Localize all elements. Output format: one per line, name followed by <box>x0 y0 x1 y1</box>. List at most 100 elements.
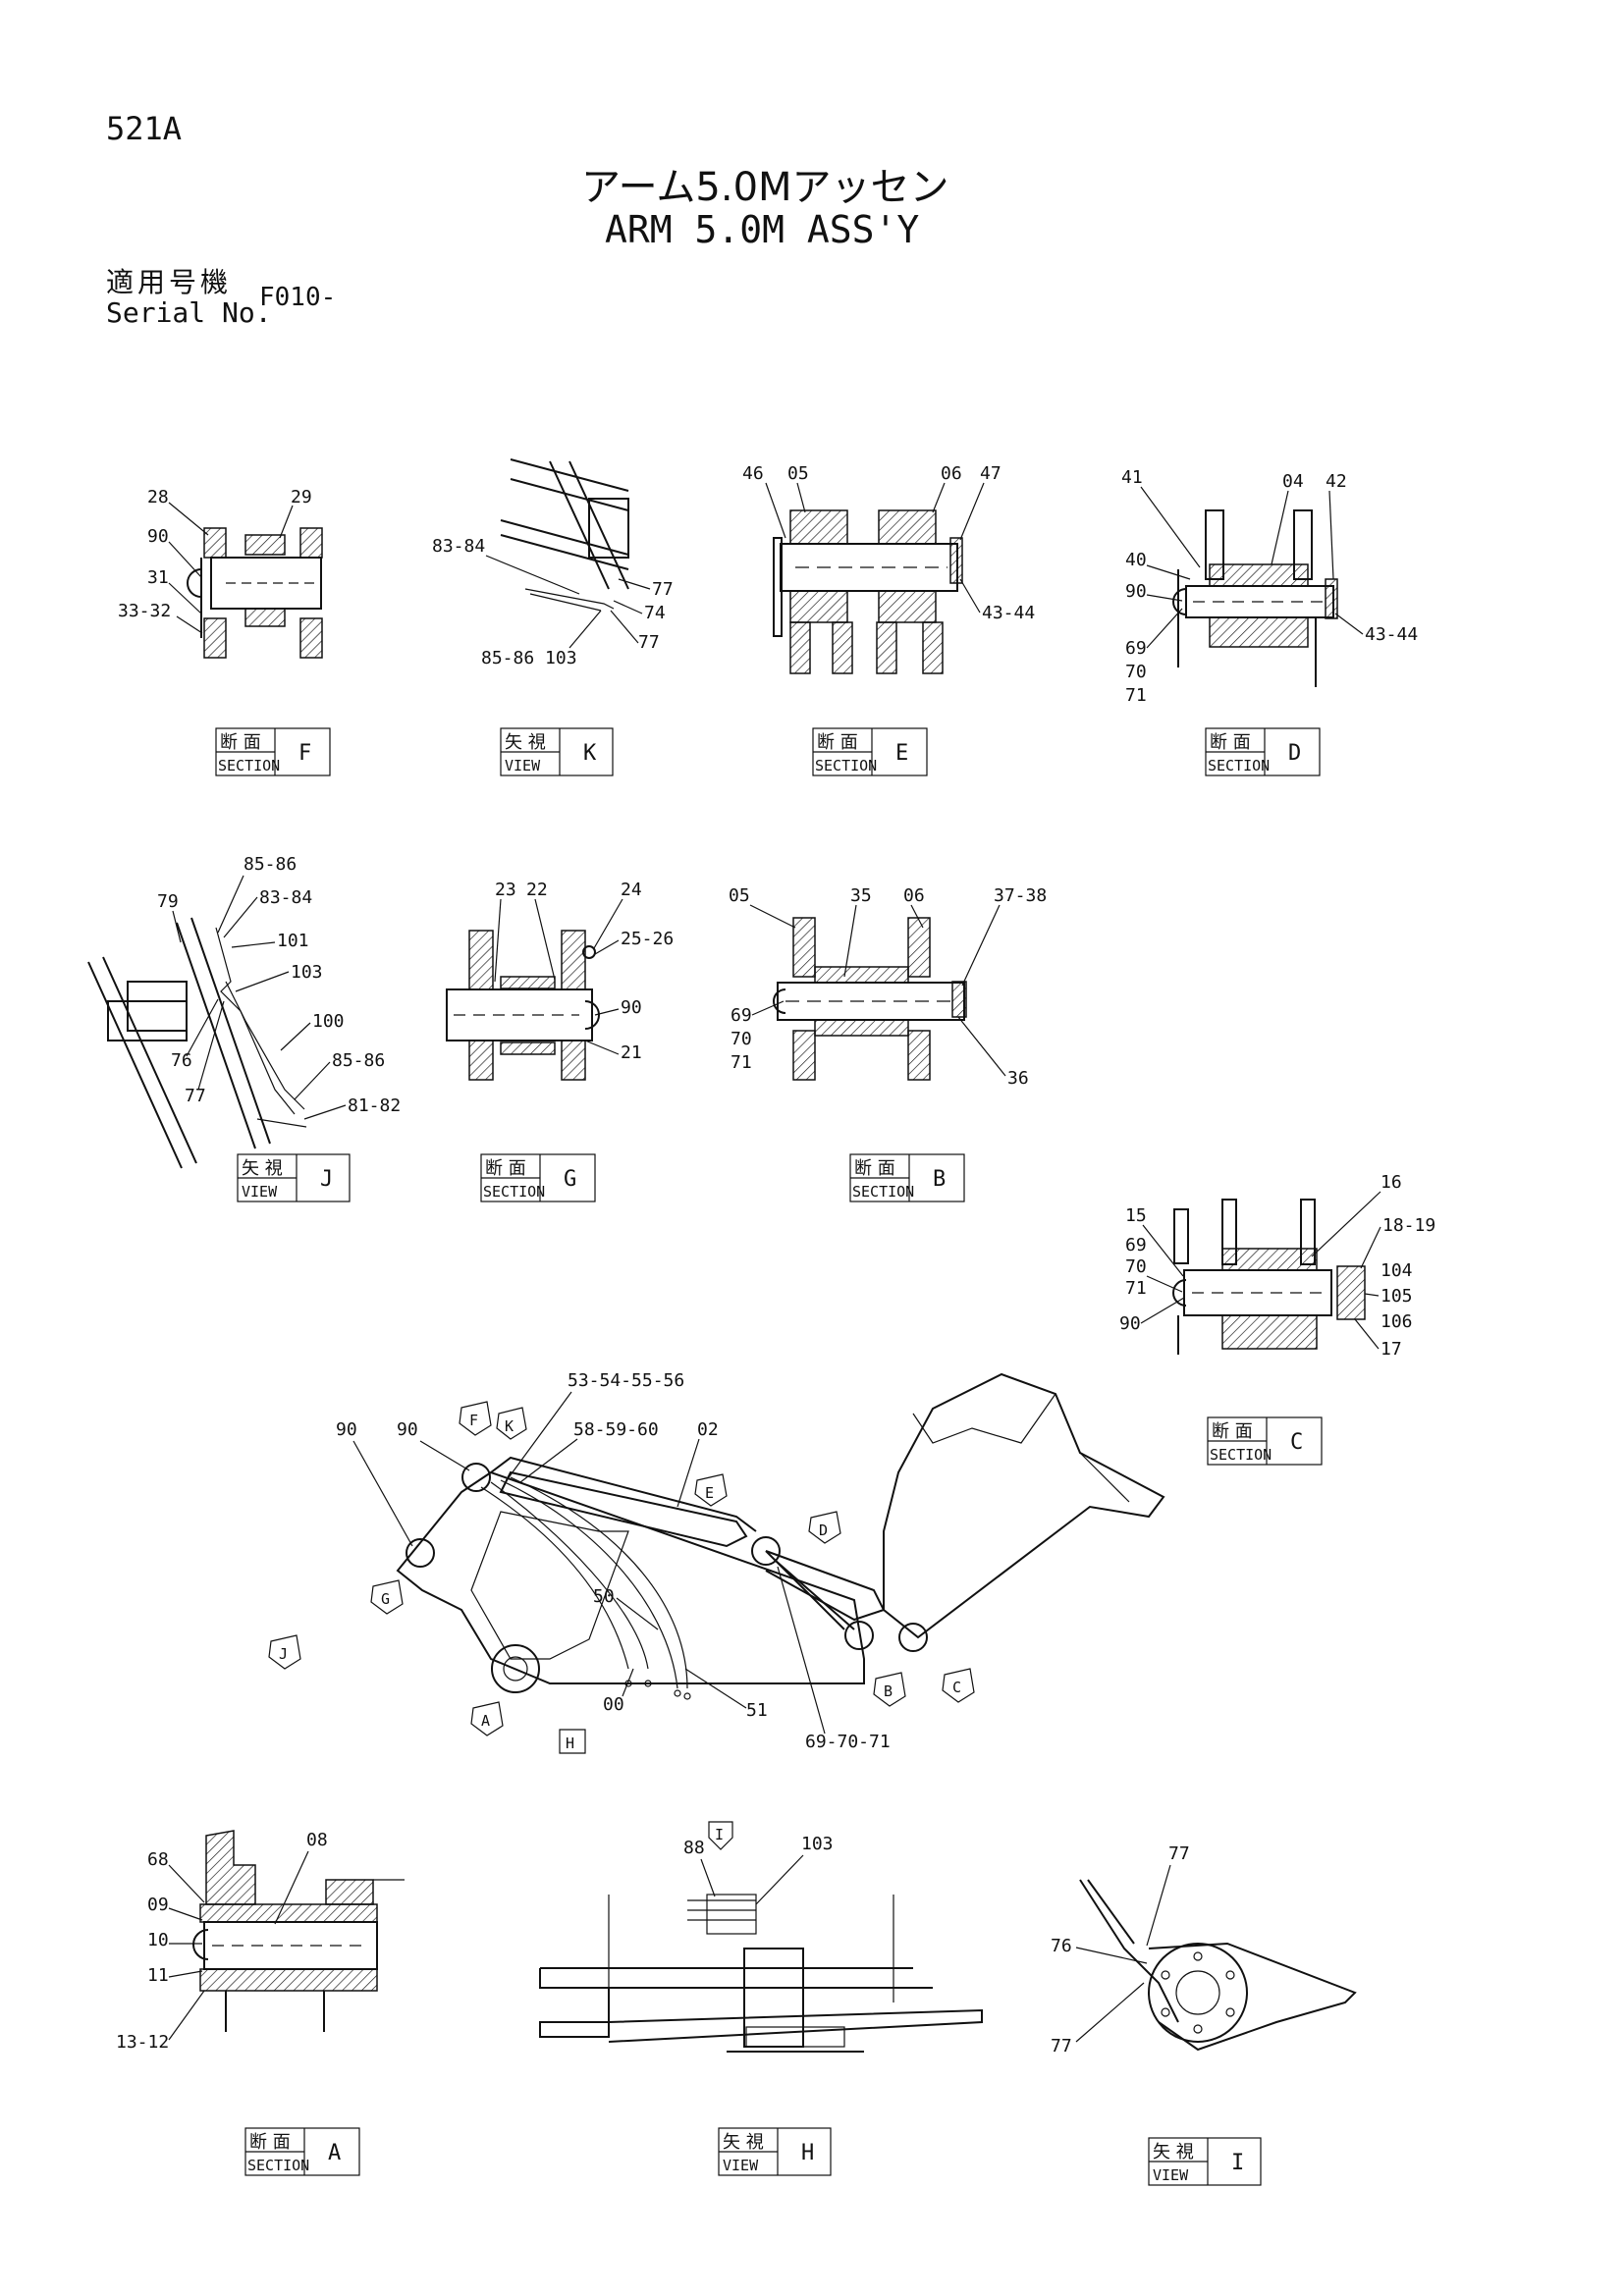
svg-text:SECTION: SECTION <box>1208 757 1270 774</box>
callout-c-70: 70 <box>1125 1256 1147 1277</box>
section-c-detail <box>1172 1199 1366 1355</box>
svg-text:断 面: 断 面 <box>1212 1421 1253 1442</box>
svg-text:E: E <box>895 741 908 766</box>
svg-text:SECTION: SECTION <box>852 1183 914 1201</box>
callout-b-69: 69 <box>731 1005 752 1026</box>
section-e-detail <box>773 509 963 674</box>
callout-c-17: 17 <box>1380 1339 1402 1360</box>
callout-main-51: 51 <box>746 1700 768 1721</box>
marker-g: G <box>370 1579 404 1615</box>
svg-text:断 面: 断 面 <box>854 1158 895 1179</box>
callout-g-23: 23 <box>495 880 516 900</box>
svg-text:B: B <box>933 1167 946 1192</box>
callout-c-90: 90 <box>1119 1313 1141 1334</box>
callout-j-76: 76 <box>171 1050 192 1071</box>
callout-d-42: 42 <box>1326 471 1347 492</box>
section-e-callouts: 46 05 06 47 43-44 <box>742 463 1035 623</box>
caption-section-g: 断 面 SECTION G <box>480 1153 596 1202</box>
svg-text:SECTION: SECTION <box>247 2157 309 2174</box>
svg-text:D: D <box>819 1522 828 1539</box>
callout-d-43-44: 43-44 <box>1365 624 1418 645</box>
view-h-detail <box>539 1894 983 2053</box>
callout-f-33-32: 33-32 <box>118 601 171 621</box>
svg-text:E: E <box>705 1484 714 1502</box>
callout-b-35: 35 <box>850 885 872 906</box>
callout-j-101: 101 <box>277 931 309 951</box>
svg-text:A: A <box>328 2141 341 2165</box>
caption-view-h: 矢 視 VIEW H <box>718 2127 832 2176</box>
callout-j-77: 77 <box>185 1086 206 1106</box>
serial-label-japanese: 適用号機 <box>106 266 233 298</box>
section-d-callouts: 41 04 42 40 90 43-44 69 70 71 <box>1121 467 1418 706</box>
callout-c-15: 15 <box>1125 1205 1147 1226</box>
callout-b-37-38: 37-38 <box>994 885 1047 906</box>
arm-assembly-view-markers: F K E D G J A H B C <box>268 1401 975 1754</box>
section-c-callouts: 16 15 18-19 69 70 71 104 105 106 90 17 <box>1119 1172 1435 1360</box>
svg-text:C: C <box>952 1679 961 1696</box>
svg-text:I: I <box>715 1826 724 1843</box>
callout-j-103: 103 <box>291 962 323 983</box>
callout-main-58-59-60: 58-59-60 <box>573 1419 659 1440</box>
section-d-detail <box>1172 509 1338 687</box>
svg-text:H: H <box>801 2141 814 2165</box>
caption-view-i: 矢 視 VIEW I <box>1148 2137 1262 2186</box>
callout-k-83-84: 83-84 <box>432 536 485 557</box>
svg-text:J: J <box>320 1167 333 1192</box>
svg-text:SECTION: SECTION <box>483 1183 545 1201</box>
callout-b-06: 06 <box>903 885 925 906</box>
callout-k-74: 74 <box>644 603 666 623</box>
marker-h: H <box>559 1729 586 1754</box>
svg-text:K: K <box>583 741 597 766</box>
callout-main-69-70-71: 69-70-71 <box>805 1732 891 1752</box>
callout-d-90: 90 <box>1125 581 1147 602</box>
section-a-detail <box>192 1830 405 2032</box>
svg-text:断 面: 断 面 <box>1210 732 1251 753</box>
svg-text:VIEW: VIEW <box>505 757 541 774</box>
callout-main-50: 50 <box>593 1586 615 1607</box>
callout-e-05: 05 <box>787 463 809 484</box>
svg-text:K: K <box>505 1417 514 1435</box>
svg-text:VIEW: VIEW <box>1153 2166 1189 2184</box>
view-i-callouts: 77 76 77 <box>1051 1843 1190 2056</box>
page-number: 521A <box>106 110 183 147</box>
callout-main-00: 00 <box>603 1694 624 1715</box>
arm-assembly-callouts: 53-54-55-56 90 90 58-59-60 02 50 00 51 6… <box>336 1370 891 1752</box>
callout-a-11: 11 <box>147 1965 169 1986</box>
svg-text:断 面: 断 面 <box>485 1158 526 1179</box>
callout-d-41: 41 <box>1121 467 1143 488</box>
callout-g-24: 24 <box>621 880 642 900</box>
callout-a-09: 09 <box>147 1895 169 1915</box>
marker-a: A <box>470 1701 504 1736</box>
callout-c-69: 69 <box>1125 1235 1147 1255</box>
callout-b-05: 05 <box>729 885 750 906</box>
callout-f-31: 31 <box>147 567 169 588</box>
callout-main-02: 02 <box>697 1419 719 1440</box>
callout-i-76: 76 <box>1051 1936 1072 1956</box>
callout-e-43-44: 43-44 <box>982 603 1035 623</box>
svg-text:A: A <box>481 1712 490 1730</box>
caption-section-a: 断 面 SECTION A <box>244 2127 360 2176</box>
callout-a-68: 68 <box>147 1849 169 1870</box>
callout-j-85-86b: 85-86 <box>332 1050 385 1071</box>
svg-text:I: I <box>1231 2151 1244 2175</box>
callout-j-100: 100 <box>312 1011 345 1032</box>
marker-i: I <box>708 1821 733 1850</box>
callout-j-81-82: 81-82 <box>348 1095 401 1116</box>
callout-i-77: 77 <box>1168 1843 1190 1864</box>
svg-text:SECTION: SECTION <box>1210 1446 1272 1464</box>
svg-text:矢 視: 矢 視 <box>723 2132 764 2153</box>
marker-k: K <box>496 1407 527 1440</box>
svg-text:断 面: 断 面 <box>220 732 261 753</box>
section-g-detail <box>446 930 600 1081</box>
callout-main-53-54-55-56: 53-54-55-56 <box>568 1370 684 1391</box>
callout-f-29: 29 <box>291 487 312 507</box>
section-b-callouts: 05 35 06 37-38 69 70 71 36 <box>729 885 1047 1089</box>
view-k-callouts: 83-84 77 74 85-86 103 77 <box>432 536 674 668</box>
svg-text:断 面: 断 面 <box>817 732 858 753</box>
callout-k-85-86-103: 85-86 103 <box>481 648 577 668</box>
callout-f-90: 90 <box>147 526 169 547</box>
caption-view-k: 矢 視 VIEW K <box>500 727 614 776</box>
callout-d-40: 40 <box>1125 550 1147 570</box>
callout-c-104: 104 <box>1380 1260 1413 1281</box>
